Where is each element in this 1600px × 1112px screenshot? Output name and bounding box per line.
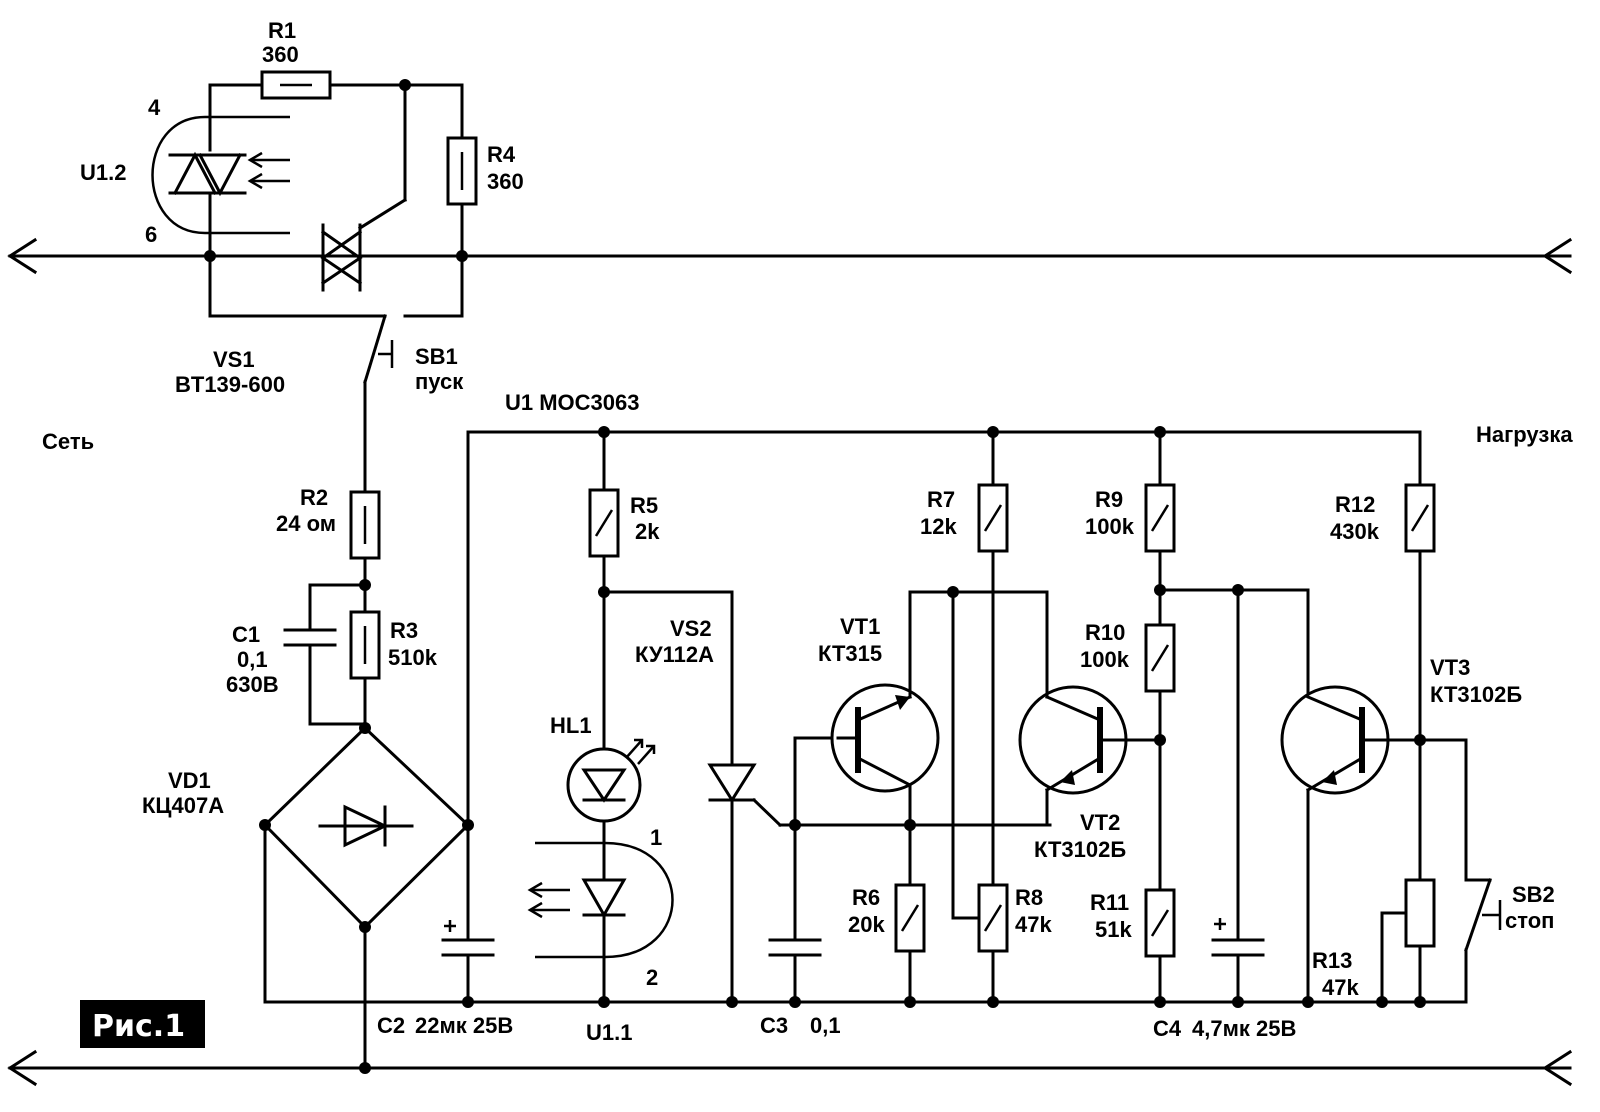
vs2-thyristor xyxy=(707,763,783,828)
vs1-label: VS1 xyxy=(213,347,255,372)
r13-label: R13 xyxy=(1312,948,1352,973)
vd1-value: КЦ407А xyxy=(142,793,224,818)
vt2-value: КТ3102Б xyxy=(1034,837,1126,862)
top-wiring xyxy=(208,83,464,318)
junction-dots xyxy=(204,79,1426,1074)
r10-value: 100k xyxy=(1080,647,1130,672)
vt1-value: КТ315 xyxy=(818,641,882,666)
r2-resistor xyxy=(349,490,381,560)
r8-resistor xyxy=(977,883,1009,953)
c1-voltage: 630В xyxy=(226,672,279,697)
r5-value: 2k xyxy=(635,519,660,544)
r3-resistor xyxy=(349,610,381,680)
sb2-switch xyxy=(1464,738,1502,1004)
r7-value: 12k xyxy=(920,514,957,539)
vs1-value: BT139-600 xyxy=(175,372,285,397)
r6-resistor xyxy=(894,883,926,953)
load-label: Нагрузка xyxy=(1476,422,1573,447)
r1-value: 360 xyxy=(262,42,299,67)
r4-value: 360 xyxy=(487,169,524,194)
pin2-label: 2 xyxy=(646,965,658,990)
r2-value: 24 ом xyxy=(276,511,336,536)
r6-label: R6 xyxy=(852,885,880,910)
sb2-value: стоп xyxy=(1505,908,1554,933)
c2-capacitor xyxy=(441,823,495,1004)
c4-capacitor xyxy=(1211,918,1265,1004)
mains-line-bottom xyxy=(7,1049,1573,1087)
r13-value: 47k xyxy=(1322,975,1359,1000)
r11-label: R11 xyxy=(1090,890,1129,915)
c3-value: 0,1 xyxy=(810,1013,841,1038)
c1-capacitor xyxy=(283,583,367,726)
r12-label: R12 xyxy=(1335,492,1375,517)
r4-label: R4 xyxy=(487,142,516,167)
vd1-label: VD1 xyxy=(168,768,211,793)
c1-label: C1 xyxy=(232,622,260,647)
sb1-label: SB1 xyxy=(415,344,458,369)
r3-value: 510k xyxy=(388,645,438,670)
vt3-transistor xyxy=(1280,685,1422,795)
r5-resistor xyxy=(588,488,620,558)
r11-value: 51k xyxy=(1095,917,1132,942)
c2-value: 22мк 25В xyxy=(415,1013,513,1038)
r4-resistor xyxy=(446,136,478,206)
u12-optotriac xyxy=(151,115,290,235)
r9-value: 100k xyxy=(1085,514,1135,539)
sb1-switch xyxy=(356,314,394,494)
r7-resistor xyxy=(977,483,1009,553)
vt2-label: VT2 xyxy=(1080,810,1120,835)
r1-resistor xyxy=(260,70,332,100)
c2-label: C2 xyxy=(377,1013,405,1038)
vt1-label: VT1 xyxy=(840,614,880,639)
sb1-value: пуск xyxy=(415,369,464,394)
net-label: Сеть xyxy=(42,429,94,454)
c3-capacitor xyxy=(768,938,822,1004)
r2-label: R2 xyxy=(300,485,328,510)
r10-label: R10 xyxy=(1085,620,1125,645)
c4-label: C4 xyxy=(1153,1016,1182,1041)
r1-label: R1 xyxy=(268,18,296,43)
vs1-triac xyxy=(320,223,363,292)
vt3-label: VT3 xyxy=(1430,655,1470,680)
vd1-bridge xyxy=(262,725,471,930)
mains-line-top xyxy=(7,237,1573,275)
r9-resistor xyxy=(1144,483,1176,553)
r3-label: R3 xyxy=(390,618,418,643)
figure-label: Рис.1 xyxy=(92,1009,185,1044)
r6-value: 20k xyxy=(848,912,885,937)
vs2-value: КУ112А xyxy=(635,642,714,667)
r13-resistor xyxy=(1404,878,1436,948)
c1-value: 0,1 xyxy=(237,647,268,672)
pin6-label: 6 xyxy=(145,222,157,247)
r5-label: R5 xyxy=(630,493,658,518)
c3-label: C3 xyxy=(760,1013,788,1038)
figure-label-box: Рис.1 xyxy=(80,1000,205,1048)
u11-label: U1.1 xyxy=(586,1020,632,1045)
r8-value: 47k xyxy=(1015,912,1052,937)
vs2-label: VS2 xyxy=(670,616,712,641)
hl1-label: HL1 xyxy=(550,713,592,738)
vt1-transistor xyxy=(830,683,940,793)
r8-label: R8 xyxy=(1015,885,1043,910)
vt3-value: КТ3102Б xyxy=(1430,682,1522,707)
r11-resistor xyxy=(1144,888,1176,958)
c4-value: 4,7мк 25В xyxy=(1192,1016,1296,1041)
r10-resistor xyxy=(1144,623,1176,693)
r12-resistor xyxy=(1404,483,1436,553)
r9-label: R9 xyxy=(1095,487,1123,512)
hl1-led xyxy=(566,738,656,823)
sb2-label: SB2 xyxy=(1512,882,1555,907)
component-labels: R1 360 4 U1.2 6 R4 360 VS1 BT139-600 SB1… xyxy=(42,18,1573,1045)
u12-label: U1.2 xyxy=(80,160,126,185)
pin1-label: 1 xyxy=(650,825,662,850)
pin4-label: 4 xyxy=(148,95,161,120)
r12-value: 430k xyxy=(1330,519,1380,544)
r7-label: R7 xyxy=(927,487,955,512)
vt2-transistor xyxy=(1018,685,1162,795)
u1-label: U1 MOC3063 xyxy=(505,390,640,415)
u11-ir-led xyxy=(527,841,674,959)
